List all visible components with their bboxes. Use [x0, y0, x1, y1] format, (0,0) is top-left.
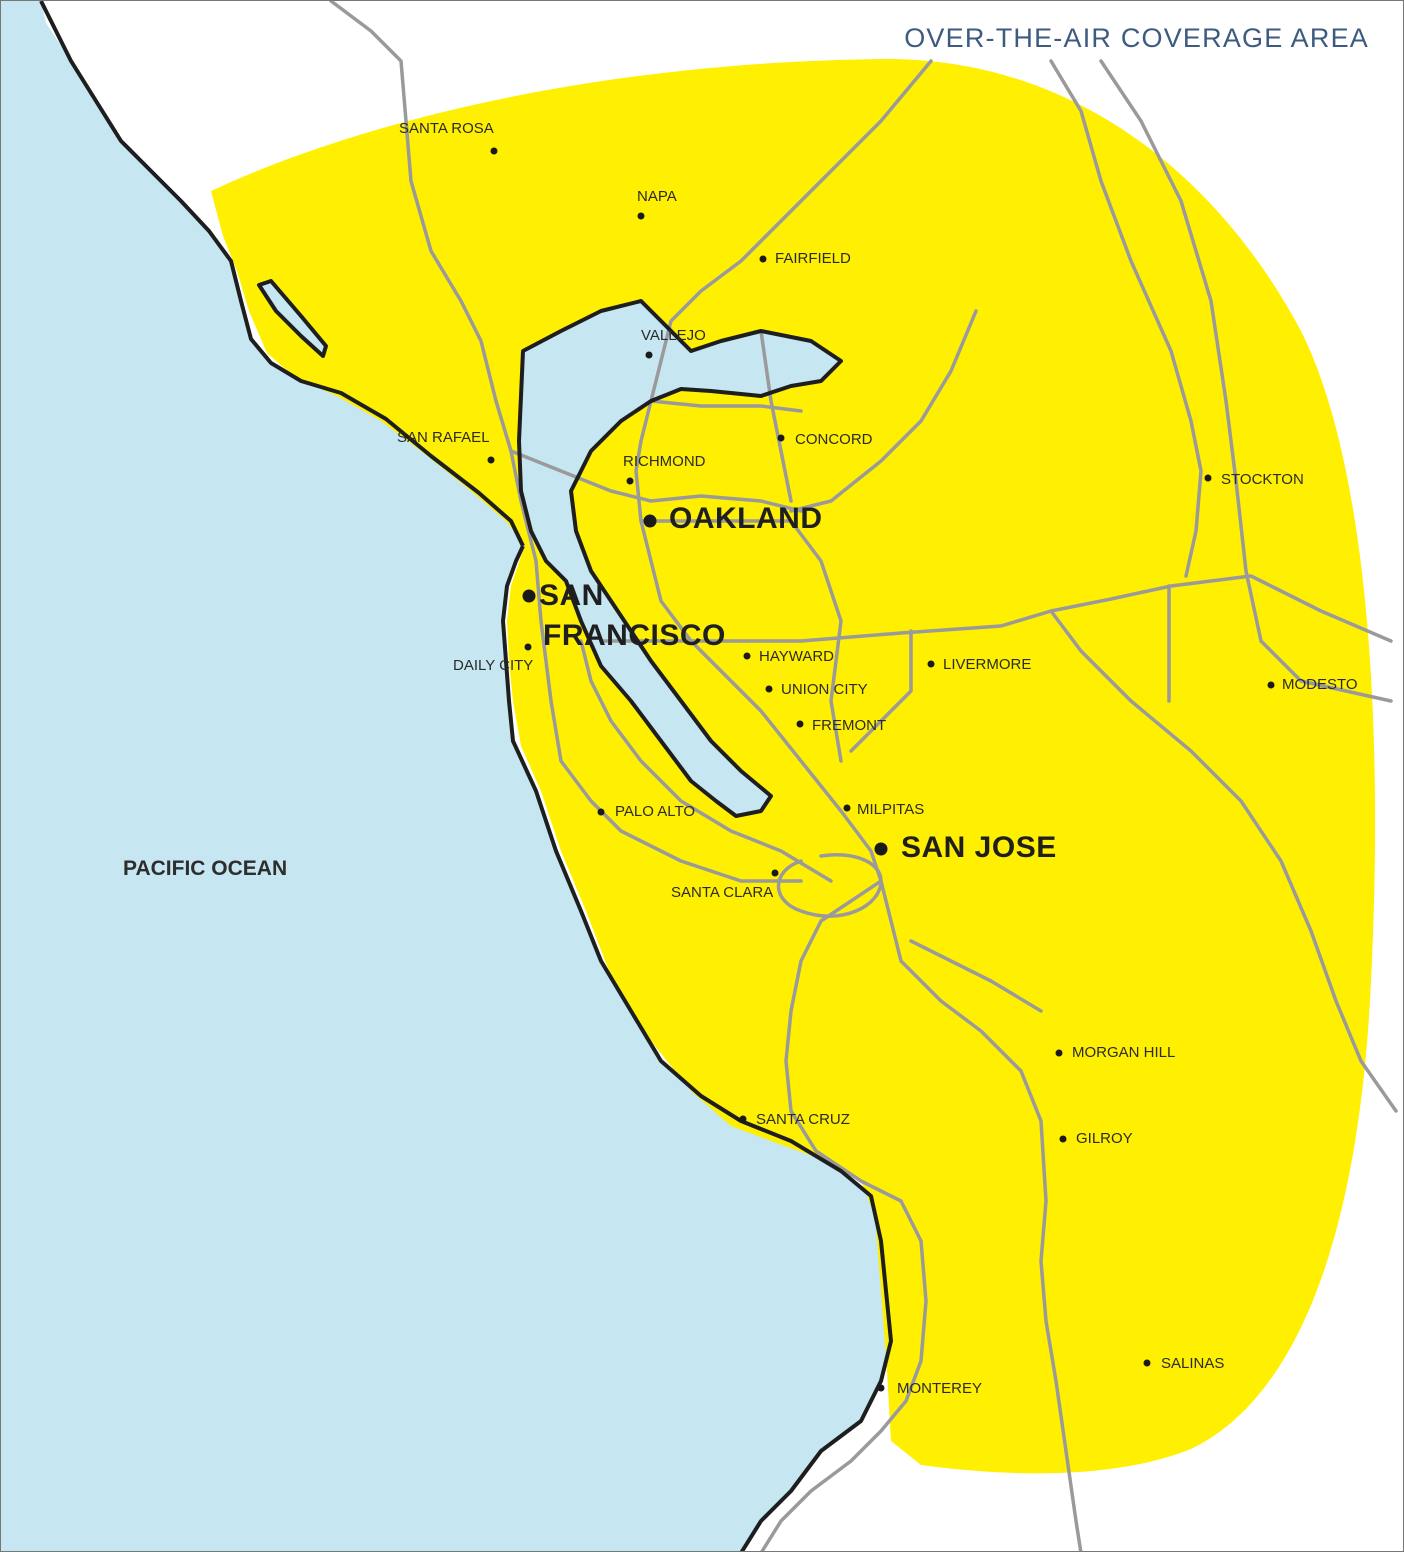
highway-10: [759, 329, 793, 503]
city-label-santa-clara: SANTA CLARA: [671, 884, 774, 901]
city-dot-modesto: [1267, 681, 1275, 689]
city-dot-fairfield: [759, 255, 767, 263]
city-dot-oakland: [643, 514, 657, 528]
city-label-gilroy: GILROY: [1076, 1130, 1133, 1147]
city-label-richmond: RICHMOND: [623, 453, 706, 470]
city-label-santa-cruz: SANTA CRUZ: [756, 1111, 850, 1128]
coverage-area: [211, 59, 1376, 1474]
city-label-vallejo: VALLEJO: [641, 327, 706, 344]
city-dot-daly-city: [524, 643, 532, 651]
city-label-morgan-hill: MORGAN HILL: [1072, 1044, 1176, 1061]
highway-8: [879, 879, 1083, 1551]
highway-6: [1049, 609, 1398, 1113]
city-dot-hayward: [743, 652, 751, 660]
coast-line-2: [517, 299, 843, 818]
city-dot-milpitas: [843, 804, 851, 812]
highway-2: [634, 59, 933, 883]
highway-5: [1099, 59, 1393, 703]
highway-16: [649, 399, 803, 413]
highway-15: [776, 853, 883, 918]
city-label-palo-alto: PALO ALTO: [615, 803, 696, 820]
city-label-santa-rosa: SANTA ROSA: [399, 120, 494, 137]
ocean-label: PACIFIC OCEAN: [123, 857, 288, 880]
city-dot-concord: [777, 434, 785, 442]
coast-line-1: [501, 545, 893, 1551]
coastline: [39, 1, 893, 1551]
coast-line-3: [257, 279, 328, 358]
highway-4: [1049, 59, 1203, 578]
city-label-monterey: MONTEREY: [897, 1380, 983, 1397]
city-dot-union-city: [765, 685, 773, 693]
city-dot-palo-alto: [597, 808, 605, 816]
city-label-salinas: SALINAS: [1161, 1355, 1225, 1372]
city-label-milpitas: MILPITAS: [857, 801, 925, 818]
city-dot-fremont: [796, 720, 804, 728]
city-dot-santa-clara: [771, 869, 779, 877]
highway-0: [329, 1, 803, 883]
map-title: OVER-THE-AIR COVERAGE AREA: [904, 23, 1369, 53]
city-dot-richmond: [626, 477, 634, 485]
city-markers: [487, 147, 1275, 1392]
city-label-daly-city: DAILY CITY: [453, 657, 534, 674]
tomales-bay: [259, 281, 326, 356]
city-label-fairfield: FAIRFIELD: [775, 250, 851, 267]
highway-17: [909, 939, 1043, 1013]
coast-line-0: [39, 1, 525, 547]
city-dot-stockton: [1204, 474, 1212, 482]
city-dot-santa-rosa: [490, 147, 498, 155]
city-label-san-jose: SAN JOSE: [901, 831, 1057, 864]
city-dot-san-rafael: [487, 456, 495, 464]
city-label-modesto: MODESTO: [1282, 676, 1358, 693]
city-dot-gilroy: [1059, 1135, 1067, 1143]
city-dot-vallejo: [645, 351, 653, 359]
highway-9: [760, 879, 928, 1551]
city-label-concord: CONCORD: [795, 431, 873, 448]
bay-water: [519, 301, 841, 816]
city-label-oakland: OAKLAND: [669, 502, 823, 535]
city-label-livermore: LIVERMORE: [943, 656, 1032, 673]
city-label-napa: NAPA: [637, 188, 677, 205]
city-label-union-city: UNION CITY: [781, 681, 868, 698]
highway-14: [849, 629, 913, 753]
city-dot-livermore: [927, 660, 935, 668]
city-label-stockton: STOCKTON: [1221, 471, 1304, 488]
highways: [329, 1, 1398, 1551]
city-dot-salinas: [1143, 1359, 1151, 1367]
city-label-san-francisco-line2: FRANCISCO: [543, 619, 726, 652]
city-label-san-francisco-line1: SAN: [539, 579, 604, 612]
city-dot-napa: [637, 212, 645, 220]
city-dot-san-francisco: [522, 589, 536, 603]
city-label-fremont: FREMONT: [812, 717, 887, 734]
city-label-hayward: HAYWARD: [759, 648, 834, 665]
city-dot-san-jose: [874, 842, 888, 856]
highway-12: [639, 519, 843, 763]
city-dot-morgan-hill: [1055, 1049, 1063, 1057]
city-dot-monterey: [877, 1384, 885, 1392]
highway-11: [789, 309, 978, 513]
highway-13: [579, 639, 833, 883]
highway-1: [509, 449, 803, 513]
city-label-san-rafael: SAN RAFAEL: [397, 429, 490, 446]
city-dot-santa-cruz: [739, 1115, 747, 1123]
